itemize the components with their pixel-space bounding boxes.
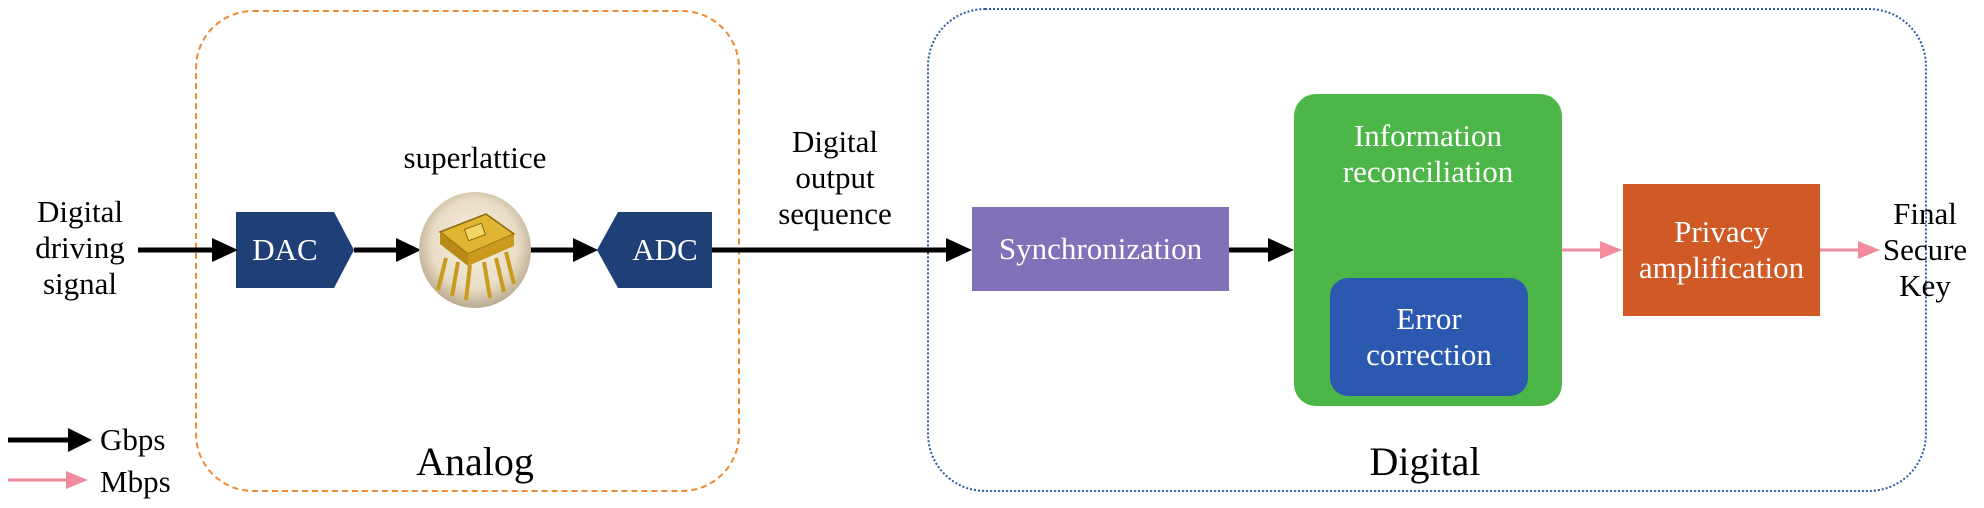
digital-region-label: Digital <box>1369 439 1481 484</box>
legend-mbps-head <box>66 471 88 489</box>
dac-label: DAC <box>252 232 318 267</box>
info-rec-line-2: reconciliation <box>1342 154 1514 189</box>
arrowhead-input <box>212 238 238 262</box>
adc-label: ADC <box>632 232 698 267</box>
legend-mbps-label: Mbps <box>100 464 171 499</box>
arrowhead-chip-adc <box>573 238 598 262</box>
error-corr-line-1: Error <box>1396 301 1462 336</box>
digital-output-label: Digital output sequence <box>760 124 910 232</box>
privacy-line-1: Privacy <box>1674 214 1769 249</box>
arrowhead-dac-chip <box>396 238 421 262</box>
superlattice-chip-icon <box>419 192 531 308</box>
error-correction-label: Error correction <box>1366 301 1492 373</box>
legend-gbps-label: Gbps <box>100 422 166 457</box>
input-label: Digital driving signal <box>20 194 140 302</box>
output-line-1: Final <box>1893 196 1957 231</box>
digital-output-line-1: Digital <box>791 124 879 159</box>
arrowhead-privacy-output <box>1858 241 1880 259</box>
input-label-line-2: driving <box>35 230 125 265</box>
info-rec-line-1: Information <box>1353 118 1503 153</box>
synchronization-block: Synchronization <box>972 207 1229 291</box>
error-corr-line-2: correction <box>1366 337 1492 372</box>
input-label-line-1: Digital <box>36 194 124 229</box>
adc-block <box>597 212 712 288</box>
chip-label: superlattice <box>403 140 547 175</box>
privacy-amplification-label: Privacy amplification <box>1639 214 1804 286</box>
error-correction-block: Error correction <box>1330 278 1528 396</box>
digital-output-line-2: output <box>795 160 875 195</box>
output-line-2: Secure <box>1882 232 1968 267</box>
input-label-line-3: signal <box>42 266 118 301</box>
privacy-amplification-block: Privacy amplification <box>1623 184 1820 316</box>
output-line-3: Key <box>1899 268 1951 303</box>
output-label: Final Secure Key <box>1874 196 1976 304</box>
digital-output-line-3: sequence <box>778 196 892 231</box>
dac-block <box>236 212 354 288</box>
legend-gbps-head <box>68 428 92 452</box>
privacy-line-2: amplification <box>1638 250 1805 285</box>
arrowhead-sync-info <box>1268 238 1294 262</box>
information-reconciliation-label: Information reconciliation <box>1343 118 1513 190</box>
arrowhead-adc-sync <box>946 238 972 262</box>
analog-region-label: Analog <box>416 439 534 484</box>
arrowhead-info-privacy <box>1600 241 1622 259</box>
